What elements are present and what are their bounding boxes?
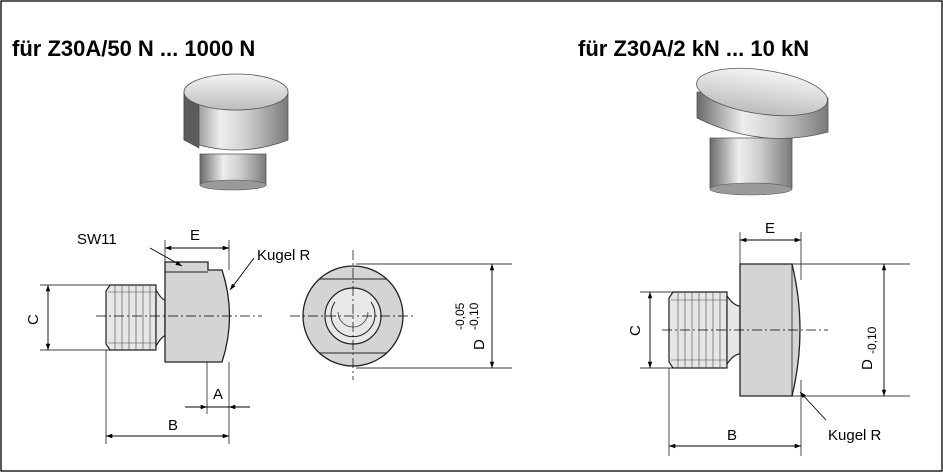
left-label-sw11: SW11 bbox=[77, 231, 117, 248]
right-dim-d: D bbox=[859, 359, 876, 370]
right-dim-b: B bbox=[727, 427, 737, 444]
left-dim-e: E bbox=[190, 227, 200, 244]
left-dim-d-tol-upper: -0,05 bbox=[453, 302, 467, 330]
left-dimensions: E SW11 Kugel R C A B bbox=[25, 227, 311, 444]
right-side-view bbox=[662, 263, 828, 397]
left-side-view bbox=[96, 261, 262, 363]
left-dim-d-group: D -0,05 -0,10 bbox=[356, 263, 512, 369]
left-dim-d: D bbox=[471, 339, 488, 350]
right-dim-c: C bbox=[627, 325, 644, 336]
left-3d-render bbox=[183, 73, 289, 191]
left-dim-a: A bbox=[213, 386, 223, 403]
right-dim-d-tol: -0,10 bbox=[865, 326, 879, 354]
right-dimensions: E C D -0,10 B Kugel R bbox=[627, 220, 910, 456]
right-title: für Z30A/2 kN ... 10 kN bbox=[578, 36, 809, 61]
left-end-view bbox=[290, 250, 416, 380]
left-dim-d-tol-lower: -0,10 bbox=[467, 302, 481, 330]
right-3d-render bbox=[696, 67, 829, 196]
left-label-kugel: Kugel R bbox=[257, 247, 311, 264]
left-dim-b: B bbox=[168, 417, 178, 434]
right-dim-e: E bbox=[765, 220, 775, 237]
left-dim-c: C bbox=[25, 314, 42, 325]
left-title: für Z30A/50 N ... 1000 N bbox=[12, 36, 255, 61]
right-label-kugel: Kugel R bbox=[828, 427, 882, 444]
